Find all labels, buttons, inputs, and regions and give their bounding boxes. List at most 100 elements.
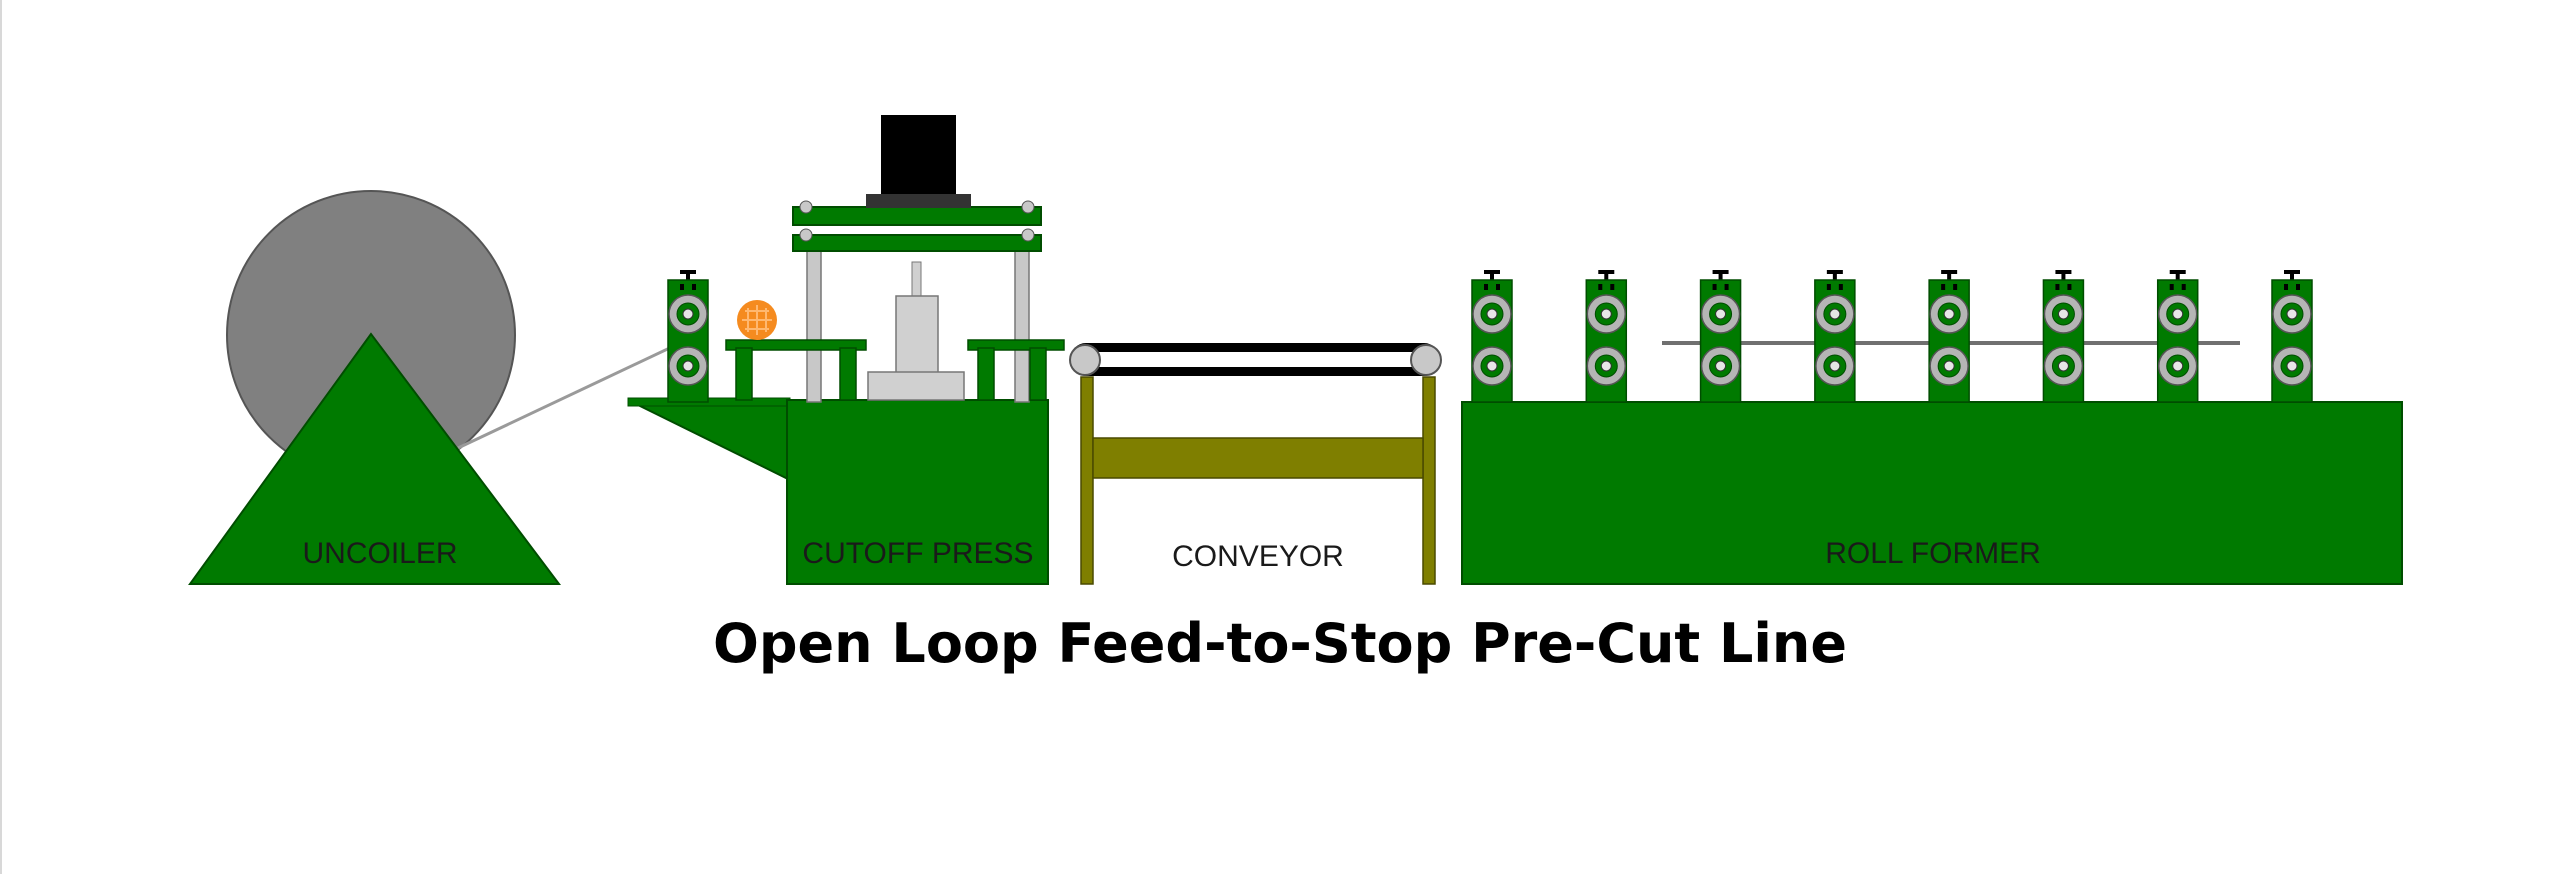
cutoff-press-label: CUTOFF PRESS xyxy=(802,537,1033,570)
press-table-right-leg xyxy=(1029,347,1047,401)
length-sensor xyxy=(737,300,777,340)
strip-coil-to-entry xyxy=(457,343,677,450)
roll-axle xyxy=(1715,360,1727,372)
roll-axle xyxy=(1943,308,1955,320)
roll-axle xyxy=(682,308,694,320)
stand-screw-cap xyxy=(2169,270,2186,274)
roll-stand xyxy=(1928,270,1970,403)
stand-bolt xyxy=(1712,284,1717,290)
stand-screw-cap xyxy=(680,270,696,274)
stand-bolt xyxy=(2181,284,2186,290)
stand-bolt xyxy=(2055,284,2060,290)
press-table-right-leg xyxy=(977,347,995,401)
conveyor-pulley-left xyxy=(1069,344,1101,376)
roll-axle xyxy=(2172,360,2184,372)
stand-bolt xyxy=(680,284,684,290)
cutoff-press: CUTOFF PRESS xyxy=(725,115,1065,585)
press-table-right xyxy=(967,339,1065,351)
entry-roll-stand xyxy=(667,270,709,403)
bolt-icon xyxy=(799,200,813,214)
press-crown xyxy=(792,206,1042,226)
press-column-right xyxy=(1014,239,1030,403)
roll-stand xyxy=(1585,270,1628,403)
uncoiler: UNCOILER xyxy=(188,190,677,585)
bolt-icon xyxy=(1021,228,1035,242)
stand-screw xyxy=(1718,272,1723,280)
stand-screw xyxy=(2061,272,2066,280)
roll-stand xyxy=(2156,270,2199,403)
stand-screw xyxy=(2290,272,2294,280)
entry-shelf xyxy=(627,399,791,482)
roll-axle xyxy=(1943,360,1955,372)
conveyor-pulley-right xyxy=(1410,344,1442,376)
roll-former: ROLL FORMER xyxy=(1461,270,2403,585)
stand-bolt xyxy=(1826,284,1831,290)
bolt-icon xyxy=(1021,200,1035,214)
conveyor-belt-inner xyxy=(1088,352,1422,367)
stand-screw xyxy=(1947,272,1952,280)
roll-axle xyxy=(1829,360,1841,372)
stand-screw xyxy=(1604,272,1609,280)
roll-axle xyxy=(2172,308,2184,320)
stand-bolt xyxy=(1941,284,1946,290)
bolt-icon xyxy=(799,228,813,242)
roll-axle xyxy=(1600,360,1612,372)
diagram-caption: Open Loop Feed-to-Stop Pre-Cut Line xyxy=(713,612,1847,675)
conveyor: CONVEYOR xyxy=(1069,343,1442,585)
uncoiler-label: UNCOILER xyxy=(302,537,457,570)
stand-bolt xyxy=(1610,284,1615,290)
roll-stand xyxy=(667,270,709,403)
roll-axle xyxy=(2057,308,2069,320)
conveyor-label: CONVEYOR xyxy=(1172,540,1344,573)
roll-axle xyxy=(2057,360,2069,372)
roll-stand xyxy=(2271,270,2313,403)
roll-former-base xyxy=(1461,401,2403,585)
roll-stands xyxy=(1471,270,2313,403)
stand-screw-cap xyxy=(2055,270,2072,274)
roll-axle xyxy=(1715,308,1727,320)
press-motor-mount xyxy=(866,194,971,208)
press-column-left xyxy=(806,239,822,403)
roll-stand xyxy=(1699,270,1742,403)
stand-bolt xyxy=(1484,284,1488,290)
stand-screw xyxy=(686,272,690,280)
press-table-left xyxy=(725,339,867,351)
die-bolster xyxy=(867,371,965,401)
stand-bolt xyxy=(2067,284,2072,290)
entry-shelf-top xyxy=(627,397,791,407)
press-motor xyxy=(881,115,956,207)
stand-bolt xyxy=(692,284,696,290)
stand-screw-cap xyxy=(1484,270,1500,274)
press-ram-plate xyxy=(792,234,1042,252)
stand-screw-cap xyxy=(1598,270,1615,274)
stand-bolt xyxy=(1496,284,1500,290)
roll-axle xyxy=(1486,360,1498,372)
stand-bolt xyxy=(1953,284,1958,290)
stand-bolt xyxy=(2296,284,2300,290)
entry-table xyxy=(627,397,791,482)
roll-axle xyxy=(1486,308,1498,320)
stand-screw xyxy=(1832,272,1837,280)
roll-stand xyxy=(2042,270,2085,403)
press-table-left-leg xyxy=(735,347,753,401)
roll-axle xyxy=(1600,308,1612,320)
stand-bolt xyxy=(1598,284,1603,290)
conveyor-crossbar xyxy=(1092,437,1424,479)
stand-bolt xyxy=(2169,284,2174,290)
conveyor-leg-left xyxy=(1080,376,1094,585)
stand-screw-cap xyxy=(1941,270,1958,274)
stand-screw xyxy=(2175,272,2180,280)
press-table-left-leg xyxy=(839,347,857,401)
roll-stand xyxy=(1814,270,1856,403)
roll-axle xyxy=(2286,360,2298,372)
page-border xyxy=(0,0,2,874)
stand-screw-cap xyxy=(2284,270,2300,274)
stand-bolt xyxy=(1838,284,1843,290)
stand-screw xyxy=(1490,272,1494,280)
stand-bolt xyxy=(1724,284,1729,290)
stand-screw-cap xyxy=(1826,270,1843,274)
roll-former-label: ROLL FORMER xyxy=(1825,537,2041,570)
roll-axle xyxy=(682,360,694,372)
die-body xyxy=(895,295,939,375)
